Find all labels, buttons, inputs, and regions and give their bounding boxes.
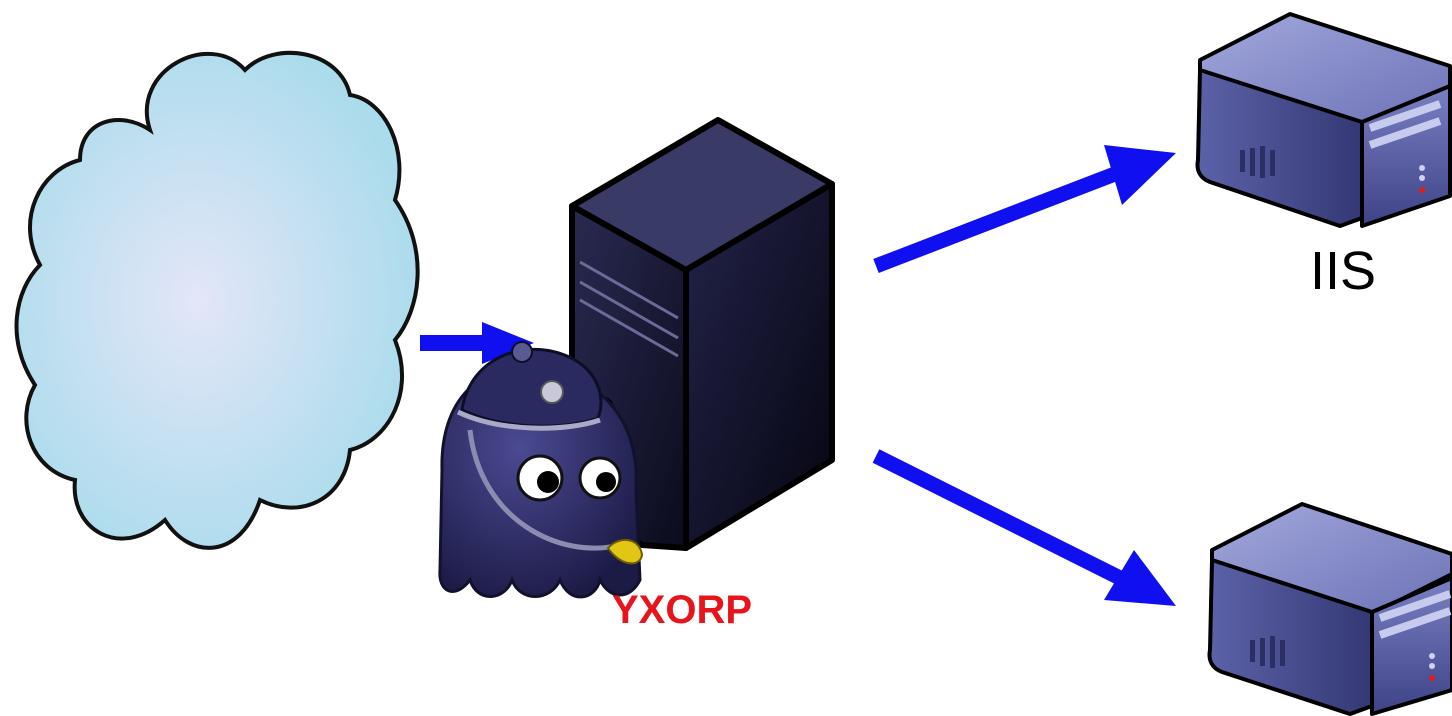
arrow-proxy-to-backend-1 (873, 145, 1176, 273)
server-icon (1195, 12, 1452, 228)
arrow-proxy-to-backend-2 (872, 449, 1176, 606)
server-icon (1207, 502, 1452, 716)
badge-icon (540, 380, 564, 404)
cloud-icon (14, 50, 420, 550)
backend-label-iis: IIS (1310, 241, 1377, 301)
proxy-label: YXORP (612, 588, 753, 632)
whistle-icon (606, 539, 644, 565)
arrow-internet-to-proxy (420, 322, 534, 364)
police-mascot-icon (438, 341, 644, 599)
